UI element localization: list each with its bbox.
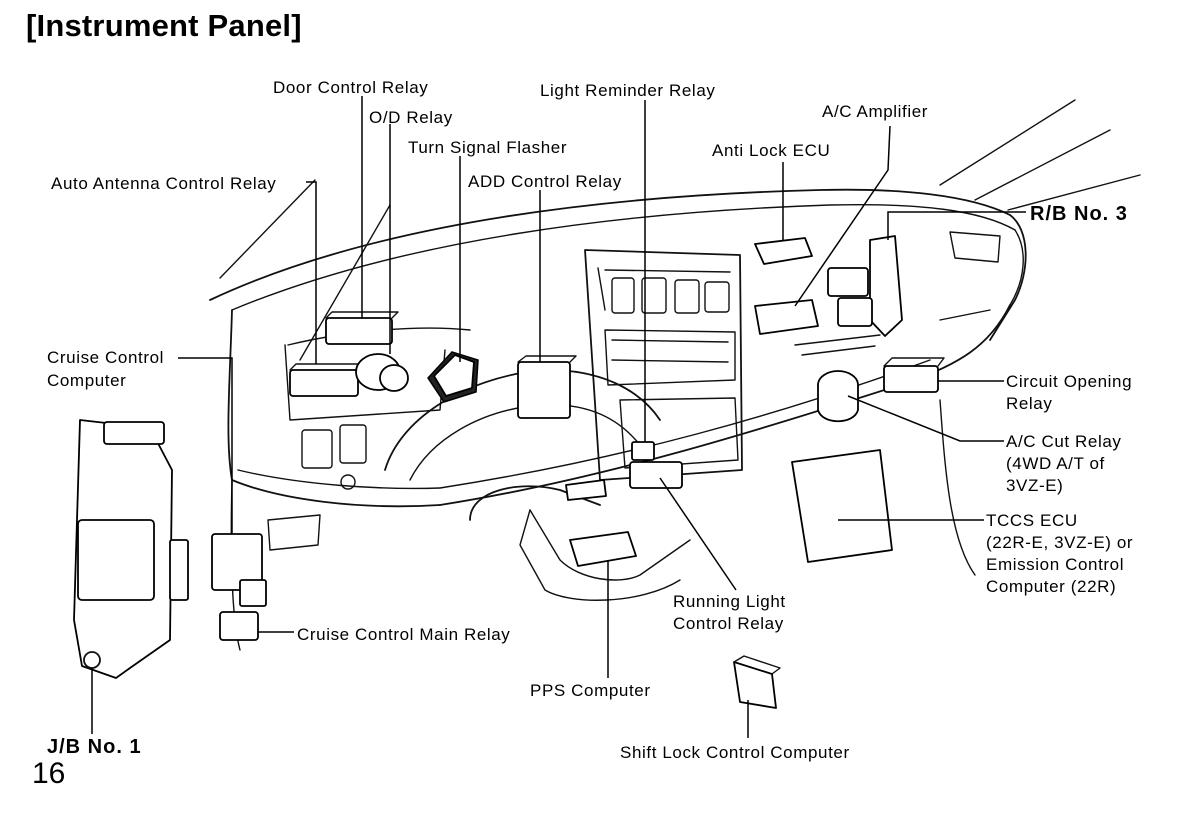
light-reminder-relay-box [629, 441, 683, 489]
ac-amplifier-box [754, 299, 819, 335]
label-auto-antenna-control-relay: Auto Antenna Control Relay [51, 174, 276, 193]
label-add-control-relay: ADD Control Relay [468, 172, 622, 191]
running-light-relay-box [565, 479, 607, 501]
labels: Door Control Relay O/D Relay Turn Signal… [47, 78, 1133, 762]
label-anti-lock-ecu: Anti Lock ECU [712, 141, 830, 160]
cruise-control-computer-box [211, 533, 267, 607]
label-light-reminder-relay: Light Reminder Relay [540, 81, 715, 100]
label-jb-no1: J/B No. 1 [47, 736, 142, 758]
anti-lock-ecu-box [754, 237, 813, 265]
label-tccs-ecu-line2: (22R-E, 3VZ-E) or [986, 533, 1133, 552]
turn-signal-flasher-box [427, 351, 479, 403]
label-running-light-line2: Control Relay [673, 614, 784, 633]
label-cruise-control-main-relay: Cruise Control Main Relay [297, 625, 510, 644]
od-relay-cylinder [355, 353, 409, 392]
jb-no1-assembly [73, 419, 189, 679]
components [73, 235, 945, 709]
cruise-control-main-relay-box [219, 611, 259, 641]
label-running-light-line1: Running Light [673, 592, 786, 611]
label-ac-cut-relay-line3: 3VZ-E) [1006, 476, 1063, 495]
shift-lock-computer-box [733, 655, 781, 709]
ac-cut-relay-cylinder [817, 370, 859, 423]
label-tccs-ecu-line4: Computer (22R) [986, 577, 1116, 596]
label-ac-cut-relay-line2: (4WD A/T of [1006, 454, 1105, 473]
label-door-control-relay: Door Control Relay [273, 78, 428, 97]
page-title: [Instrument Panel] [26, 8, 302, 43]
label-cruise-control-computer-line1: Cruise Control [47, 348, 164, 367]
add-control-relay-box [517, 355, 577, 419]
tccs-ecu-box [791, 449, 893, 563]
label-turn-signal-flasher: Turn Signal Flasher [408, 138, 567, 157]
leader-lines [91, 96, 1026, 738]
label-pps-computer: PPS Computer [530, 681, 651, 700]
label-od-relay: O/D Relay [369, 108, 453, 127]
page-number: 16 [32, 757, 66, 790]
auto-antenna-relay-box [289, 363, 365, 397]
rb-no3-block [827, 235, 903, 337]
label-ac-cut-relay-line1: A/C Cut Relay [1006, 432, 1122, 451]
label-circuit-opening-relay-line2: Relay [1006, 394, 1052, 413]
label-tccs-ecu-line3: Emission Control [986, 555, 1124, 574]
label-tccs-ecu-line1: TCCS ECU [986, 511, 1078, 530]
label-shift-lock-control-computer: Shift Lock Control Computer [620, 743, 850, 762]
door-control-relay-box [325, 311, 399, 345]
circuit-opening-relay-box [883, 357, 945, 393]
label-circuit-opening-relay-line1: Circuit Opening [1006, 372, 1132, 391]
label-rb-no3: R/B No. 3 [1030, 203, 1128, 225]
pps-computer-box [569, 531, 637, 567]
label-cruise-control-computer-line2: Computer [47, 371, 126, 390]
label-ac-amplifier: A/C Amplifier [822, 102, 928, 121]
